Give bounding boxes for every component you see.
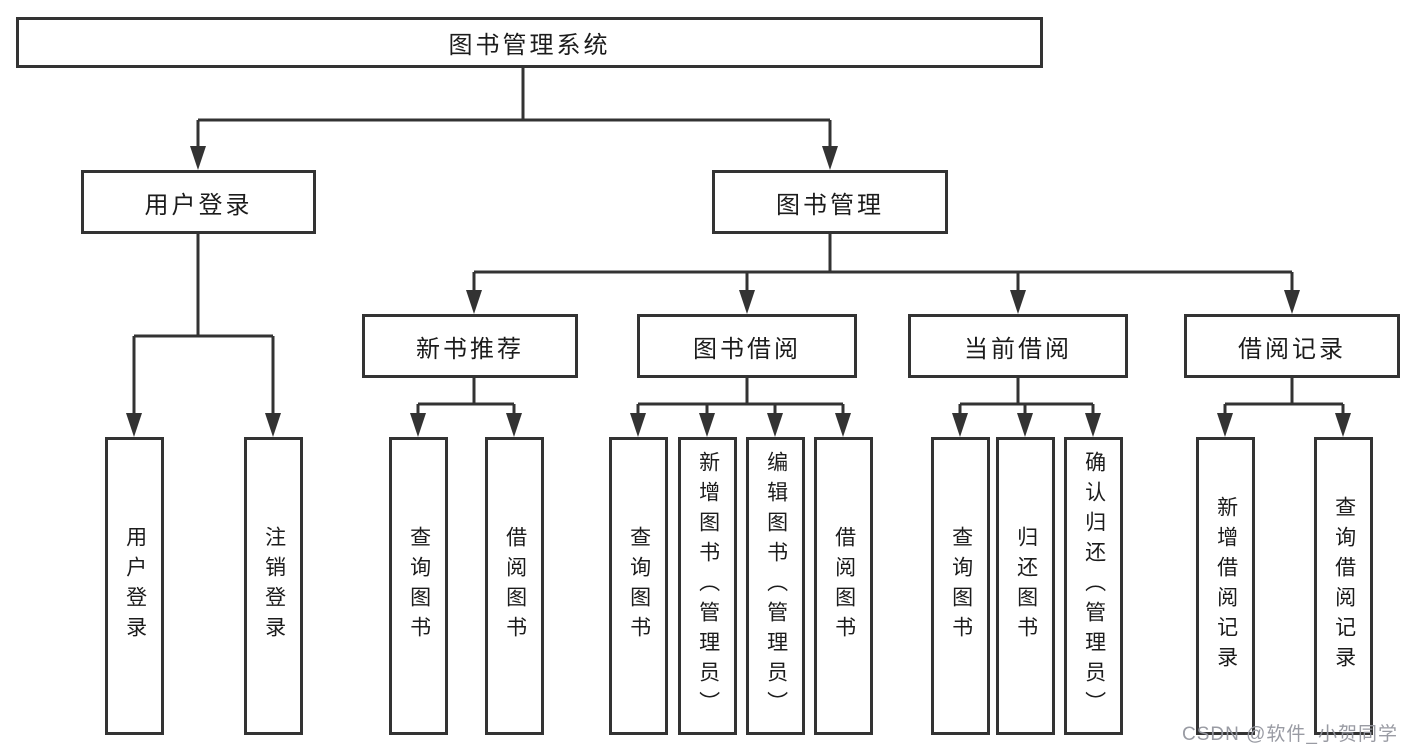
node-leaf-query-borrow-record-label: 查询借阅记录 [1332, 496, 1356, 676]
node-user-login-module: 用户登录 [81, 170, 316, 234]
node-leaf-user-login: 用户登录 [105, 437, 164, 735]
node-leaf-edit-books-admin: 编辑图书（管理员） [746, 437, 805, 735]
node-leaf-add-books-admin-label: 新增图书（管理员） [696, 451, 720, 721]
node-leaf-add-borrow-record-label: 新增借阅记录 [1214, 496, 1238, 676]
node-leaf-logout: 注销登录 [244, 437, 303, 735]
node-leaf-borrow-books: 借阅图书 [814, 437, 873, 735]
connector-current-borrow-to-leaves [958, 378, 1095, 417]
node-book-borrowing-label: 图书借阅 [693, 335, 801, 363]
connector-book-mgmt-to-level3 [472, 234, 1294, 294]
node-library-system-label: 图书管理系统 [448, 32, 611, 59]
node-leaf-confirm-return-admin-label: 确认归还（管理员） [1082, 451, 1106, 721]
connector-user-login-to-leaves [132, 234, 275, 417]
node-leaf-borrow-books-rec: 借阅图书 [485, 437, 544, 735]
node-leaf-add-books-admin: 新增图书（管理员） [678, 437, 737, 735]
node-leaf-query-books-borrow: 查询图书 [609, 437, 668, 735]
csdn-watermark: CSDN @软件_小贺同学 [1182, 724, 1398, 745]
node-leaf-user-login-label: 用户登录 [123, 526, 147, 646]
node-leaf-query-books-current: 查询图书 [931, 437, 990, 735]
node-new-book-recommendation: 新书推荐 [362, 314, 578, 378]
node-current-borrowing: 当前借阅 [908, 314, 1128, 378]
node-leaf-return-books: 归还图书 [996, 437, 1055, 735]
node-leaf-borrow-books-label: 借阅图书 [832, 526, 856, 646]
connector-root-to-level2 [196, 68, 832, 150]
node-leaf-borrow-books-rec-label: 借阅图书 [503, 526, 527, 646]
node-leaf-query-books-current-label: 查询图书 [949, 526, 973, 646]
connector-book-borrow-to-leaves [636, 378, 845, 417]
node-leaf-confirm-return-admin: 确认归还（管理员） [1064, 437, 1123, 735]
node-leaf-query-books-borrow-label: 查询图书 [627, 526, 651, 646]
node-book-borrowing: 图书借阅 [637, 314, 857, 378]
node-borrowing-records-label: 借阅记录 [1238, 335, 1346, 363]
node-leaf-query-borrow-record: 查询借阅记录 [1314, 437, 1373, 735]
node-leaf-return-books-label: 归还图书 [1014, 526, 1038, 646]
node-leaf-query-books-rec: 查询图书 [389, 437, 448, 735]
node-leaf-edit-books-admin-label: 编辑图书（管理员） [764, 451, 788, 721]
node-user-login-module-label: 用户登录 [144, 191, 253, 219]
node-book-management-module-label: 图书管理 [776, 191, 884, 219]
node-leaf-add-borrow-record: 新增借阅记录 [1196, 437, 1255, 735]
node-current-borrowing-label: 当前借阅 [964, 335, 1072, 363]
node-leaf-query-books-rec-label: 查询图书 [407, 526, 431, 646]
node-new-book-recommendation-label: 新书推荐 [416, 335, 524, 363]
connector-new-book-rec-to-leaves [416, 378, 516, 417]
node-borrowing-records: 借阅记录 [1184, 314, 1400, 378]
node-leaf-logout-label: 注销登录 [262, 526, 286, 646]
arrowheads [126, 146, 1351, 437]
connector-borrow-record-to-leaves [1223, 378, 1345, 417]
node-library-system: 图书管理系统 [16, 17, 1043, 68]
node-book-management-module: 图书管理 [712, 170, 948, 234]
